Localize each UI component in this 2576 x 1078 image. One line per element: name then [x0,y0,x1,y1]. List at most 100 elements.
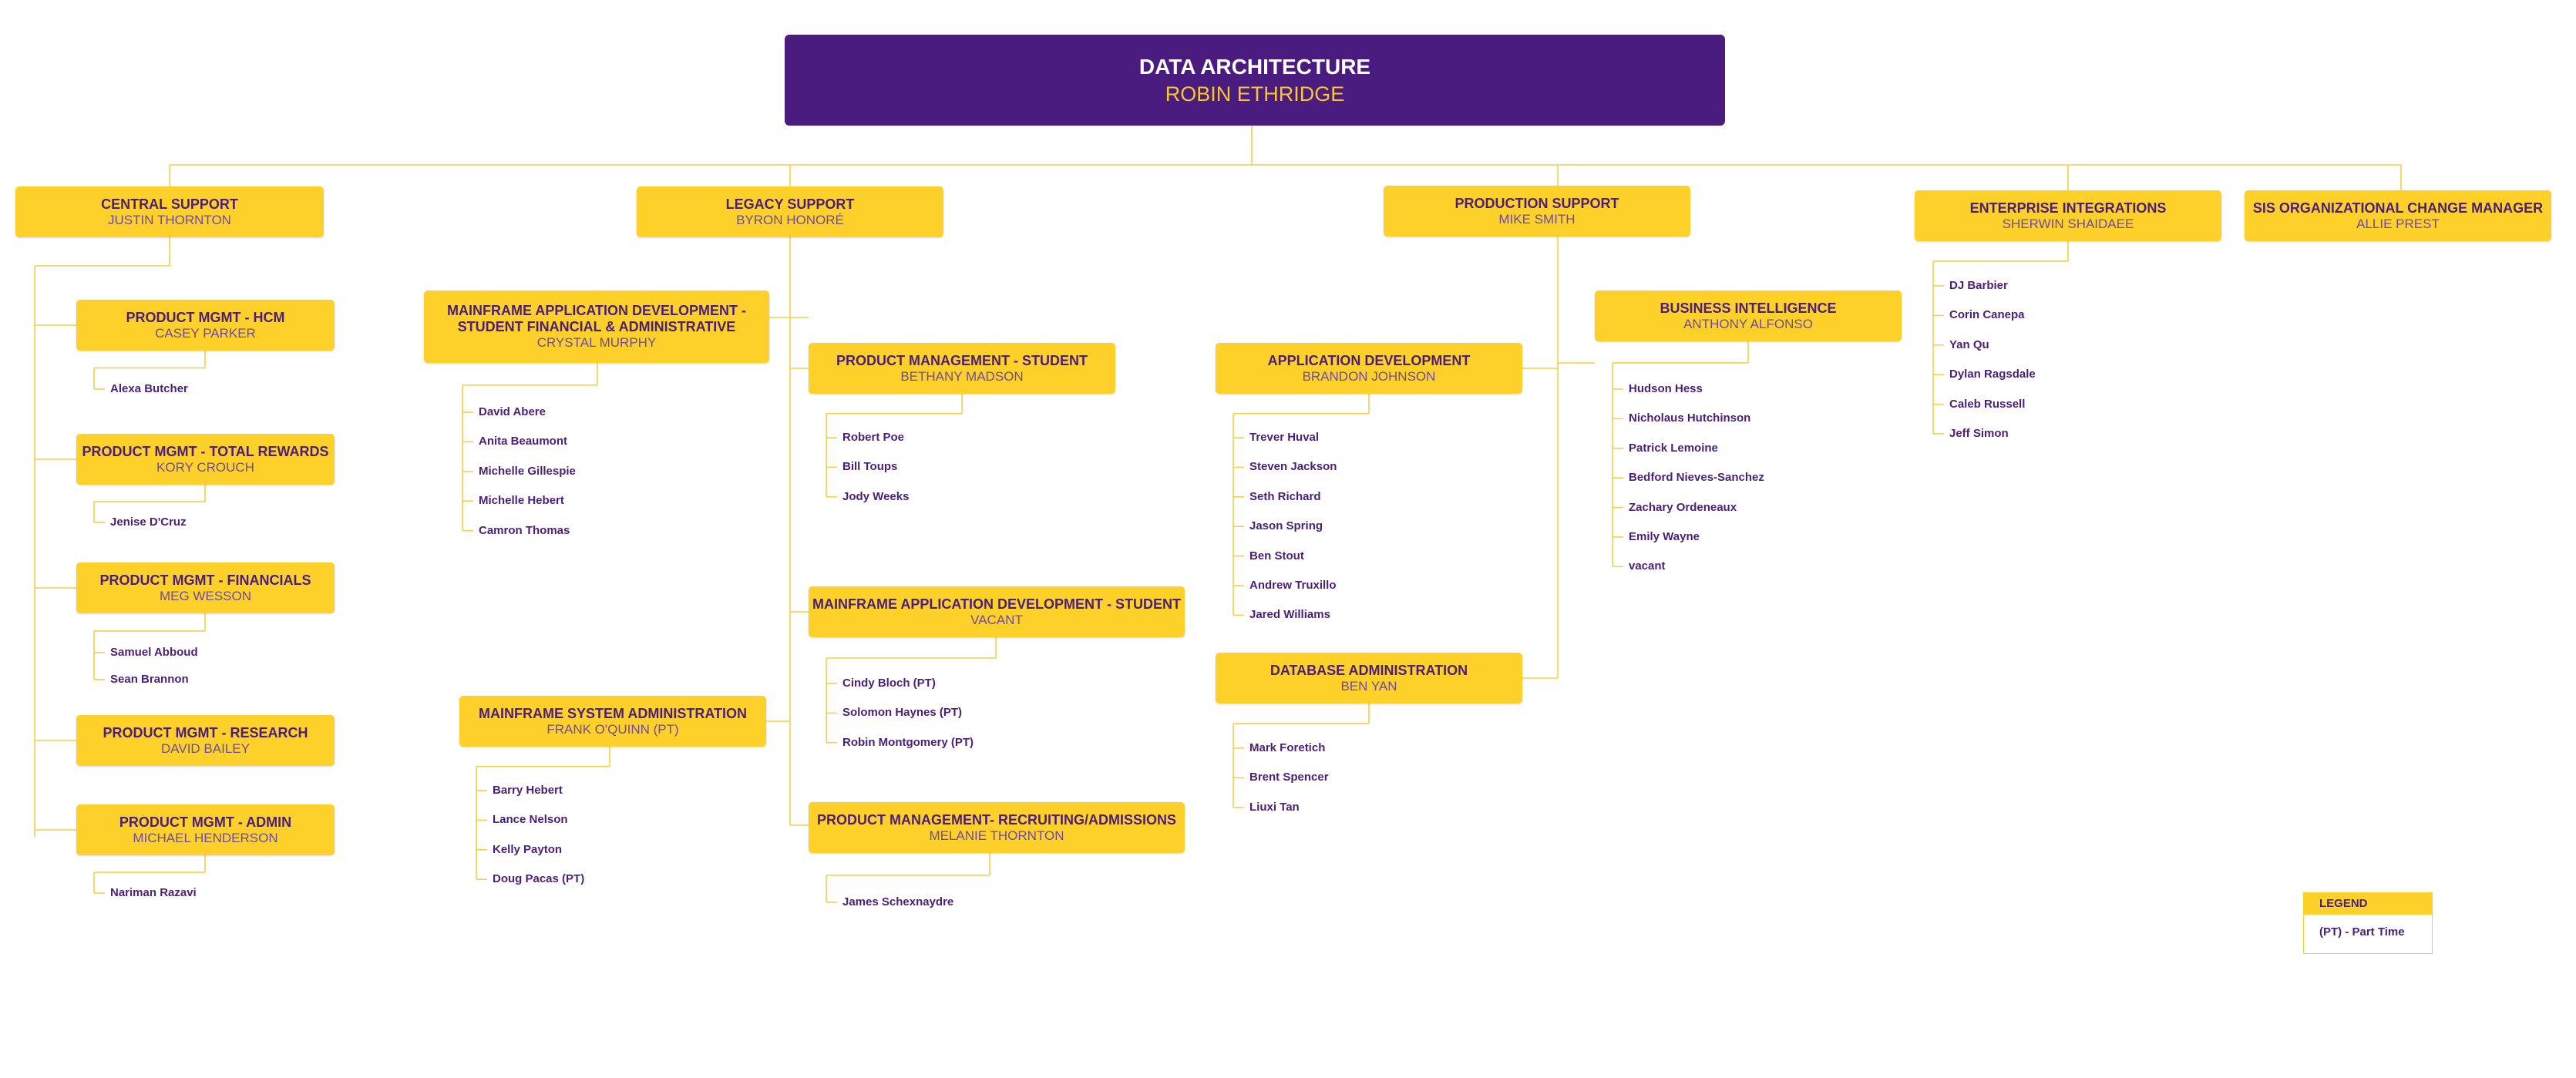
team-member: Jason Spring [1249,519,1323,533]
team-member: Anita Beaumont [479,435,568,448]
box-title: MAINFRAME APPLICATION DEVELOPMENT - STUD… [812,596,1181,612]
root-box-data-architecture: DATA ARCHITECTURE ROBIN ETHRIDGE [785,35,1725,126]
team-member: Lance Nelson [493,813,568,827]
box-title: PRODUCT MGMT - ADMIN [119,814,292,830]
box-manager-name: ANTHONY ALFONSO [1683,316,1813,331]
box-title: ENTERPRISE INTEGRATIONS [1969,200,2167,216]
box-title: PRODUCTION SUPPORT [1454,195,1619,211]
box-title: APPLICATION DEVELOPMENT [1267,352,1471,368]
team-member: Solomon Haynes (PT) [842,706,963,720]
team-member: Alexa Butcher [110,382,188,395]
team-member: James Schexnaydre [842,895,954,908]
team-member: Seth Richard [1249,489,1321,503]
team-member: Patrick Lemoine [1629,441,1718,455]
team-member: vacant [1629,559,1666,573]
box-title: DATABASE ADMINISTRATION [1270,662,1468,678]
team-member: Samuel Abboud [110,646,198,659]
box-manager-name: VACANT [970,612,1023,627]
team-member: Jeff Simon [1949,427,2009,440]
team-member: Liuxi Tan [1249,800,1300,814]
box-title: PRODUCT MGMT - HCM [126,309,285,325]
team-member: Dylan Ragsdale [1949,368,2036,381]
box-manager-name: BEN YAN [1340,678,1397,693]
team-member: Kelly Payton [493,842,563,856]
team-member: DJ Barbier [1949,279,2008,292]
team-member: Robert Poe [842,431,905,444]
team-member: Emily Wayne [1629,530,1700,543]
team-member: Hudson Hess [1629,382,1703,395]
box-manager-name: KORY CROUCH [156,459,254,475]
team-member: Robin Montgomery (PT) [842,735,974,749]
box-manager-name: MEG WESSON [159,588,251,603]
team-member: Bill Toups [842,460,898,474]
box-manager-name: CRYSTAL MURPHY [536,335,657,350]
team-member: Nariman Razavi [110,886,197,899]
team-member: Brent Spencer [1249,771,1329,784]
legend-item: (PT) - Part Time [2319,925,2405,939]
box-mainframe-application-development-student: MAINFRAME APPLICATION DEVELOPMENT - STUD… [809,586,1185,637]
team-member: Jody Weeks [842,489,910,503]
box-manager-name: BYRON HONORÉ [736,212,844,227]
team-member: Barry Hebert [493,784,563,797]
team-member: Jenise D'Cruz [110,515,187,529]
root-name: ROBIN ETHRIDGE [1165,82,1345,106]
box-mainframe-application-development-student-financial-administrative: MAINFRAME APPLICATION DEVELOPMENT - STUD… [424,290,769,363]
team-member: Trever Huval [1249,431,1320,444]
team-member: Camron Thomas [479,523,570,537]
team-member: Yan Qu [1949,338,1989,351]
legend-title: LEGEND [2304,893,2432,915]
team-member: Bedford Nieves-Sanchez [1629,471,1764,485]
team-member: Ben Stout [1249,549,1304,563]
box-title: CENTRAL SUPPORT [101,196,238,212]
box-manager-name: FRANK O'QUINN (PT) [546,721,679,737]
box-manager-name: BRANDON JOHNSON [1302,368,1436,384]
box-title: LEGACY SUPPORT [725,196,855,212]
team-member: Sean Brannon [110,673,189,686]
team-member: Caleb Russell [1949,397,2026,411]
team-member: Zachary Ordeneaux [1629,500,1737,514]
team-member: Andrew Truxillo [1249,579,1337,592]
box-title: PRODUCT MANAGEMENT- RECRUITING/ADMISSION… [816,811,1176,828]
box-manager-name: MELANIE THORNTON [929,828,1064,843]
box-title: PRODUCT MGMT - FINANCIALS [99,572,311,588]
team-member: Corin Canepa [1949,308,2025,322]
team-member: Cindy Bloch (PT) [842,677,936,690]
team-member: Steven Jackson [1249,460,1337,474]
box-manager-name: MICHAEL HENDERSON [133,830,278,845]
root-title: DATA ARCHITECTURE [1138,55,1371,79]
box-title: BUSINESS INTELLIGENCE [1660,300,1837,316]
box-manager-name: SHERWIN SHAIDAEE [2002,216,2134,231]
box-title: MAINFRAME APPLICATION DEVELOPMENT - STUD… [447,303,746,334]
team-member: Mark Foretich [1249,741,1326,754]
box-manager-name: BETHANY MADSON [900,368,1024,384]
box-product-management-recruiting-admissions: PRODUCT MANAGEMENT- RECRUITING/ADMISSION… [809,802,1185,853]
legend: LEGEND (PT) - Part Time [2303,892,2433,954]
box-manager-name: CASEY PARKER [155,325,256,341]
team-member: David Abere [479,405,546,418]
box-title: PRODUCT MANAGEMENT - STUDENT [836,352,1088,368]
team-member: Jared Williams [1249,608,1330,622]
team-member: Michelle Gillespie [479,464,576,478]
team-member: Nicholaus Hutchinson [1629,411,1751,425]
box-manager-name: DAVID BAILEY [161,740,250,756]
box-manager-name: MIKE SMITH [1498,211,1576,227]
box-title: PRODUCT MGMT - RESEARCH [103,724,308,740]
box-manager-name: JUSTIN THORNTON [108,212,231,227]
box-title: PRODUCT MGMT - TOTAL REWARDS [82,443,329,459]
box-manager-name: ALLIE PREST [2356,216,2440,231]
